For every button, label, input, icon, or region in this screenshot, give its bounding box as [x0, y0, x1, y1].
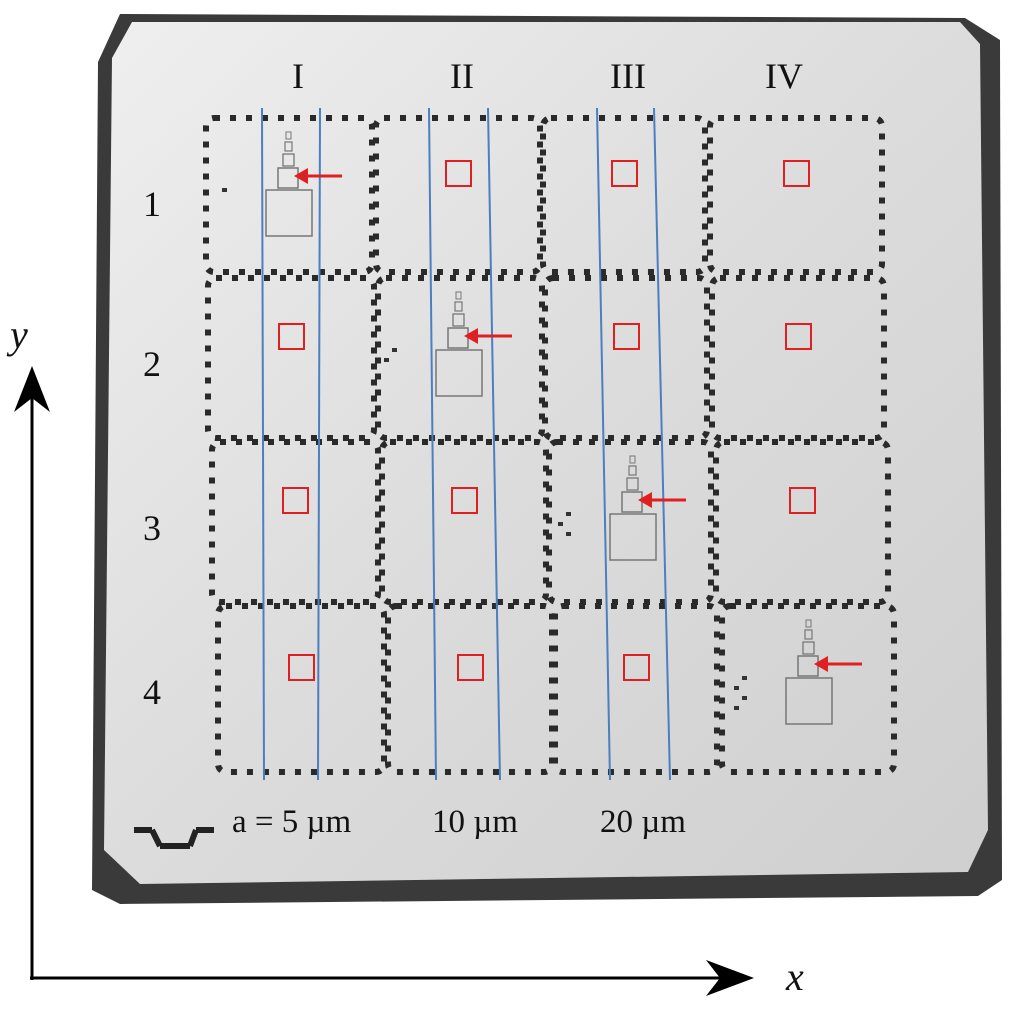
cell-r4-c1 — [215, 603, 387, 775]
red-square-icon — [613, 323, 640, 350]
red-arrow-icon — [294, 168, 342, 184]
x-axis-label: x — [785, 954, 804, 999]
guide-line — [487, 107, 501, 781]
guide-lines — [261, 107, 671, 781]
red-arrow-icon — [814, 656, 862, 672]
red-square-icon — [288, 654, 315, 681]
stacked-squares-icon — [734, 619, 833, 725]
scale-label-20um: 20 µm — [600, 804, 686, 840]
red-square-icon — [457, 654, 484, 681]
guide-line — [317, 107, 321, 781]
red-square-icon — [282, 487, 309, 514]
cell-grid — [203, 115, 897, 775]
red-square-icon — [278, 323, 305, 350]
row-labels: 1 2 3 4 — [143, 184, 161, 712]
red-square-icon — [789, 487, 816, 514]
red-square-icon — [785, 323, 812, 350]
cell-r3-c4 — [713, 439, 891, 605]
scale-bar-icon — [134, 827, 214, 849]
scale-label-5um: a = 5 µm — [232, 804, 352, 840]
row-label-4: 4 — [143, 672, 161, 712]
stacked-squares-icon — [384, 291, 483, 397]
cell-r4-c4 — [719, 603, 897, 775]
red-square-icon — [451, 487, 478, 514]
red-square-icon — [445, 160, 472, 187]
marker-squares — [278, 160, 816, 681]
guide-line — [261, 107, 265, 781]
cell-r3-c2 — [379, 439, 549, 605]
guide-line — [428, 107, 437, 781]
red-square-icon — [611, 160, 638, 187]
cell-r2-c3 — [542, 275, 710, 441]
guide-line — [596, 107, 611, 781]
highlighted-structures — [222, 131, 862, 725]
y-axis-label: y — [6, 312, 28, 357]
cell-r1-c3 — [540, 115, 708, 275]
y-axis-arrowhead-icon — [14, 366, 50, 412]
column-label-IV: IV — [765, 56, 803, 96]
red-arrow-icon — [638, 492, 686, 508]
scale-legend: a = 5 µm 10 µm 20 µm — [134, 804, 686, 849]
red-square-icon — [783, 160, 810, 187]
row-label-1: 1 — [143, 184, 161, 224]
coordinate-axes: y x — [6, 312, 804, 999]
red-square-icon — [623, 654, 650, 681]
guide-line — [653, 107, 671, 781]
x-axis-arrowhead-icon — [706, 960, 754, 996]
cell-r1-c2 — [373, 115, 543, 275]
stacked-squares-icon — [558, 455, 657, 561]
row-label-2: 2 — [143, 344, 161, 384]
column-label-I: I — [292, 56, 304, 96]
cell-r3-c3 — [546, 439, 714, 605]
column-label-II: II — [450, 56, 474, 96]
row-label-3: 3 — [143, 508, 161, 548]
cell-r2-c2 — [375, 275, 545, 441]
red-arrow-icon — [464, 328, 512, 344]
scale-label-10um: 10 µm — [432, 804, 518, 840]
cell-r1-c1 — [203, 115, 375, 275]
cell-r2-c4 — [709, 275, 887, 441]
column-label-III: III — [610, 56, 646, 96]
